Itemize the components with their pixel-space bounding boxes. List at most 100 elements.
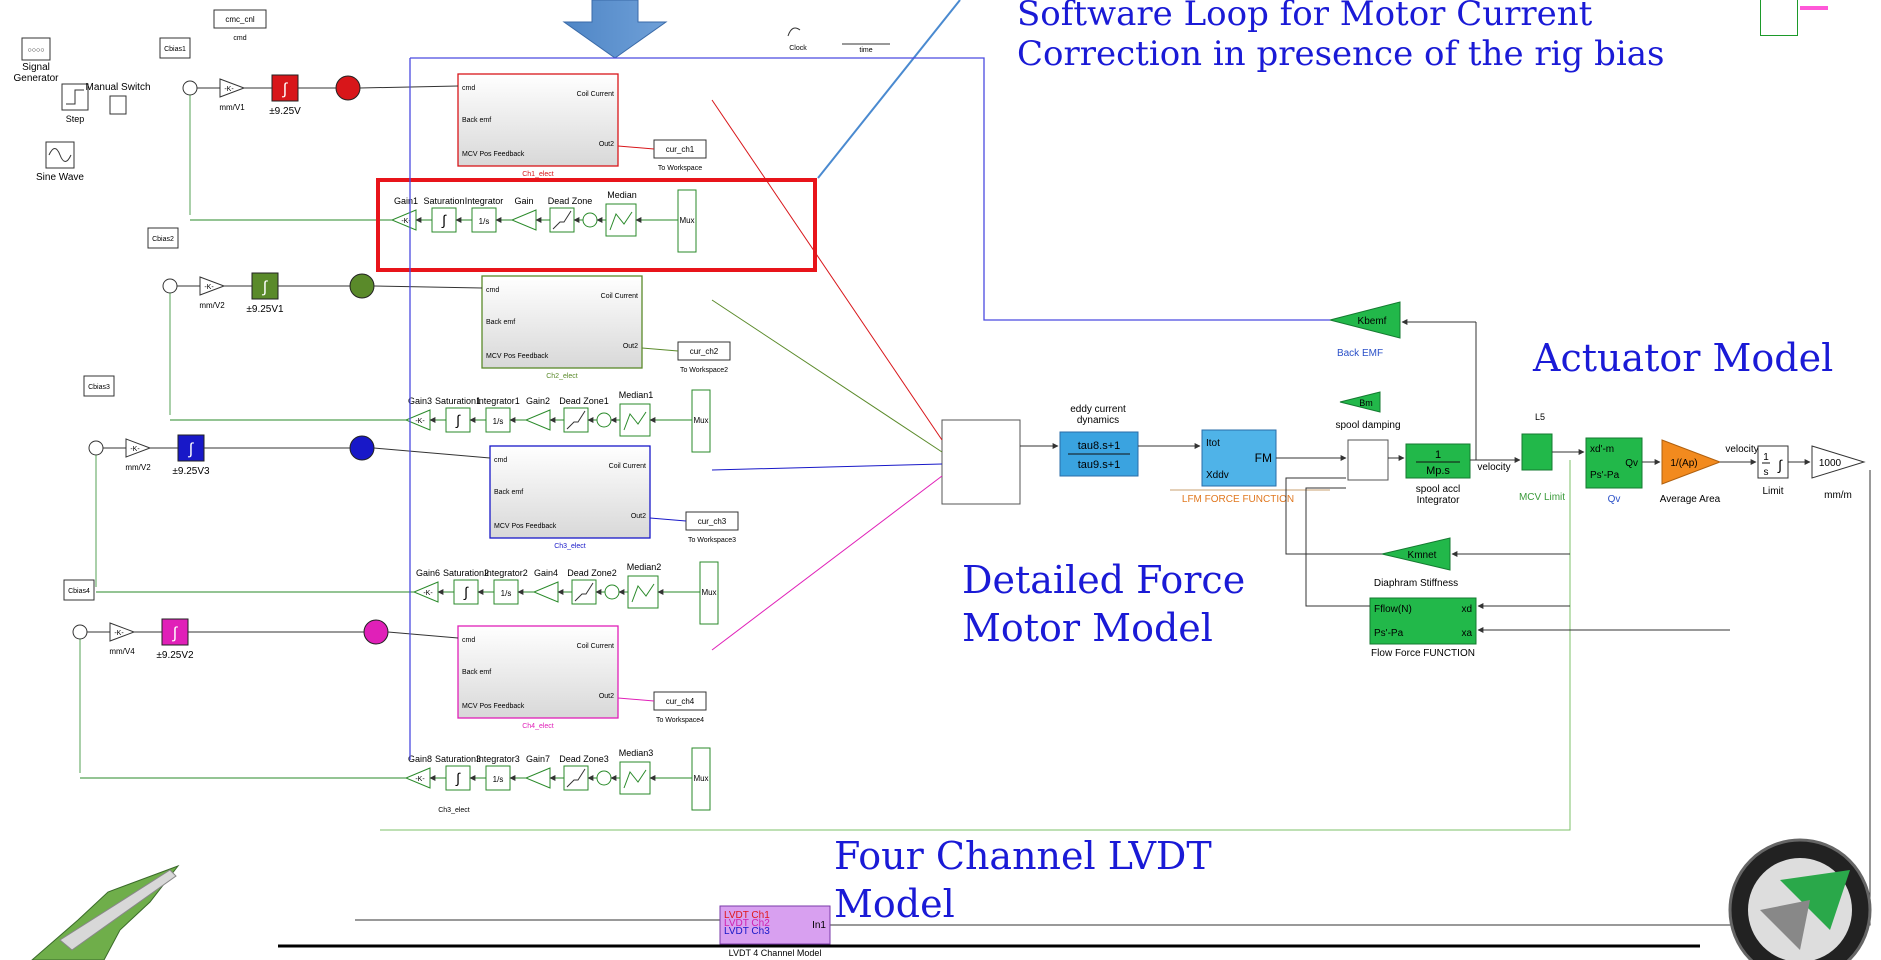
svg-text:L5: L5 (1535, 412, 1545, 422)
gain-glyph: -K- (204, 284, 214, 291)
lvdt-annotation: Four Channel LVDT Model (834, 832, 1212, 928)
gain-label: mm/V2 (125, 463, 151, 472)
flow-force-function-block[interactable]: Fflow(N) Ps'-Pa xd xa Flow Force FUNCTIO… (1370, 598, 1476, 659)
saturation-block[interactable]: ∫±9.25V3 (172, 435, 210, 477)
channel-1: Cbias1 -K-mm/V1 ∫±9.25V cmdBack emfMCV Pos … (160, 38, 706, 252)
gain-glyph: -K- (130, 446, 140, 453)
mcv-limit-block[interactable]: MCV Limit (1519, 434, 1565, 503)
cmc-cnl-block[interactable]: cmc_cnl cmd (214, 10, 266, 42)
pink-output-port[interactable] (1760, 0, 1798, 36)
eddy-current-tf-block[interactable]: tau8.s+1 tau9.s+1 (1060, 432, 1138, 476)
loop-integrator-label: Integrator2 (484, 568, 528, 578)
svg-text:FM: FM (1255, 451, 1272, 465)
sub-caption: Ch1_elect (522, 171, 554, 178)
gain-block[interactable]: -K-mm/V1 (219, 79, 245, 112)
sine-wave-block[interactable]: Sine Wave (36, 142, 84, 183)
to-workspace-block[interactable]: cur_ch1 To Workspace (654, 140, 706, 172)
loop-integrator-glyph: 1/s (501, 589, 512, 598)
port-coil-current: Coil Current (609, 463, 646, 470)
workspace-caption: To Workspace (658, 165, 702, 172)
callout-pointer-line (818, 0, 960, 178)
saturation-block[interactable]: ∫±9.25V2 (156, 619, 194, 661)
spool-sum-block[interactable] (1348, 440, 1388, 480)
workspace-var: cur_ch1 (666, 145, 695, 154)
software-loop-row: -K-Gain1∫Saturation1/sIntegratorGainDead… (190, 190, 696, 252)
svg-text:mm/m: mm/m (1824, 490, 1852, 501)
sum-block[interactable] (89, 441, 103, 455)
bias-block[interactable]: Cbias3 (84, 376, 114, 396)
sat-label: ±9.25V (269, 106, 301, 117)
svg-text:In1: In1 (812, 920, 826, 931)
svg-text:Kmnet: Kmnet (1408, 550, 1437, 561)
kmnet-gain[interactable]: Kmnet Diaphram Stiffness (1374, 538, 1458, 589)
gain-block[interactable]: -K-mm/V2 (199, 277, 225, 310)
average-area-gain[interactable]: 1/(Ap) Average Area (1660, 440, 1721, 505)
clock-block[interactable]: Clock (788, 28, 807, 52)
qv-block[interactable]: xd'-m Ps'-Pa Qv Qv (1586, 438, 1642, 505)
step-block[interactable]: Step (62, 84, 88, 124)
loop-deadzone-label: Dead Zone2 (567, 568, 617, 578)
lvdt-4-channel-block[interactable]: LVDT Ch1 LVDT Ch2 LVDT Ch3 In1 LVDT 4 Ch… (720, 906, 830, 958)
port-cmd: cmd (494, 457, 507, 464)
jet-aircraft-logo (32, 866, 178, 960)
port-mcv: MCV Pos Feedback (494, 523, 557, 530)
lvdt-line1: Four Channel LVDT (834, 832, 1212, 880)
port-coil-current: Coil Current (577, 91, 614, 98)
svg-text:s: s (1764, 467, 1769, 478)
loop-gain-glyph: -K- (415, 418, 425, 425)
limit-integrator-block[interactable]: 1 s ∫ Limit (1758, 446, 1788, 497)
lfm-force-function-block[interactable]: Itot Xddv FM LFM FORCE FUNCTION (1182, 430, 1294, 505)
mux-label: Mux (693, 416, 708, 425)
svg-text:Ps'-Pa: Ps'-Pa (1374, 628, 1404, 639)
svg-text:1: 1 (1763, 452, 1769, 463)
svg-text:1/(Ap): 1/(Ap) (1670, 458, 1697, 469)
svg-text:1: 1 (1435, 449, 1441, 461)
spool-damping-gain[interactable]: Bm spool damping (1335, 392, 1400, 431)
svg-text:Itot: Itot (1206, 438, 1220, 449)
kbemf-gain[interactable]: Kbemf Back EMF (1330, 302, 1400, 359)
saturation-block[interactable]: ∫±9.25V (269, 75, 301, 117)
loop-gain1-label: Gain6 (416, 568, 440, 578)
median-label: Median3 (619, 748, 654, 758)
svg-text:spool acclIntegrator: spool acclIntegrator (1416, 484, 1460, 506)
gain-block[interactable]: -K-mm/V4 (109, 623, 135, 656)
force-motor-line1: Detailed Force (962, 556, 1245, 604)
workspace-var: cur_ch3 (698, 517, 727, 526)
bias-label: Cbias4 (68, 588, 90, 595)
manual-switch-label: Manual Switch (85, 82, 150, 93)
saturation-block[interactable]: ∫±9.25V1 (246, 273, 284, 315)
bias-block[interactable]: Cbias2 (148, 228, 178, 248)
svg-text:Qv: Qv (1625, 458, 1638, 469)
bias-block[interactable]: Cbias4 (64, 580, 94, 600)
loop-gain-label: Gain4 (534, 568, 558, 578)
manual-switch-block[interactable]: Manual Switch (85, 82, 150, 114)
port-out2: Out2 (599, 141, 614, 148)
port-out2: Out2 (623, 343, 638, 350)
sum-block[interactable] (73, 625, 87, 639)
signal-generator-label: SignalGenerator (13, 62, 59, 84)
sum-block[interactable] (183, 81, 197, 95)
loop-gain1-label: Gain3 (408, 396, 432, 406)
loop-sat-label: Saturation2 (443, 568, 489, 578)
svg-text:spool damping: spool damping (1335, 420, 1400, 431)
bias-block[interactable]: Cbias1 (160, 38, 190, 58)
sum-block[interactable] (163, 279, 177, 293)
gain-block[interactable]: -K-mm/V2 (125, 439, 151, 472)
mm-per-m-gain[interactable]: 1000 mm/m (1812, 446, 1864, 501)
port-out2: Out2 (599, 693, 614, 700)
svg-text:Diaphram Stiffness: Diaphram Stiffness (1374, 578, 1458, 589)
time-block[interactable]: time (842, 44, 890, 54)
cmd-caption: cmd (233, 35, 246, 42)
